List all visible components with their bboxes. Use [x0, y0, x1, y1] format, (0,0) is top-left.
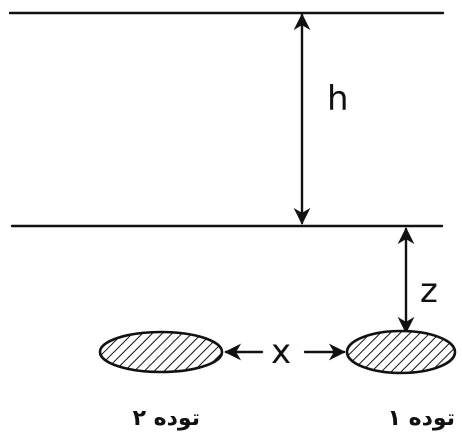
- x-label: x: [271, 332, 291, 372]
- mass-2-label: توده ۲: [133, 406, 200, 431]
- h-label: h: [327, 79, 349, 119]
- mass-2-body: [98, 330, 224, 374]
- z-label: z: [420, 271, 438, 311]
- mass-1-body: [345, 329, 457, 375]
- mass-1-label: توده ۱: [388, 406, 455, 431]
